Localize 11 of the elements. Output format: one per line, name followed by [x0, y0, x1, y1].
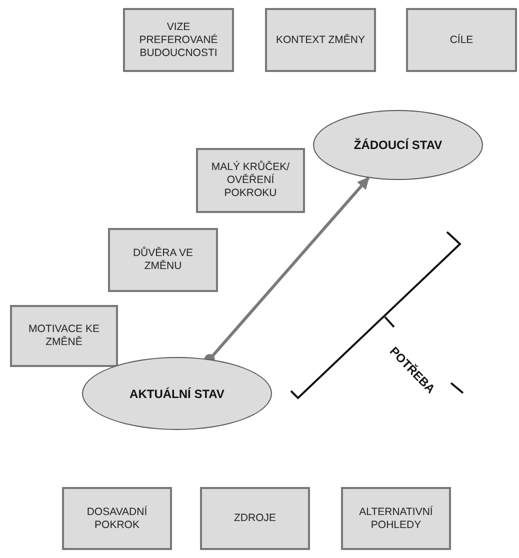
factor-box: DŮVĚRA VE ZMĚNU	[108, 228, 218, 292]
factor-box: ZDROJE	[200, 487, 310, 550]
state-ellipse: AKTUÁLNÍ STAV	[82, 357, 272, 430]
factor-box: MOTIVACE KE ZMĚNĚ	[10, 305, 118, 367]
factor-box: DOSAVADNÍ POKROK	[62, 487, 172, 550]
factor-box: ALTERNATIVNÍ POHLEDY	[341, 487, 451, 550]
factor-box: CÍLE	[406, 8, 517, 72]
factor-box: KONTEXT ZMĚNY	[265, 8, 376, 72]
state-ellipse: ŽÁDOUCÍ STAV	[313, 110, 483, 180]
factor-box: MALÝ KRŮČEK/ OVĚŘENÍ POKROKU	[196, 148, 305, 213]
factor-box: VIZE PREFEROVANÉ BUDOUCNOSTI	[123, 8, 234, 72]
